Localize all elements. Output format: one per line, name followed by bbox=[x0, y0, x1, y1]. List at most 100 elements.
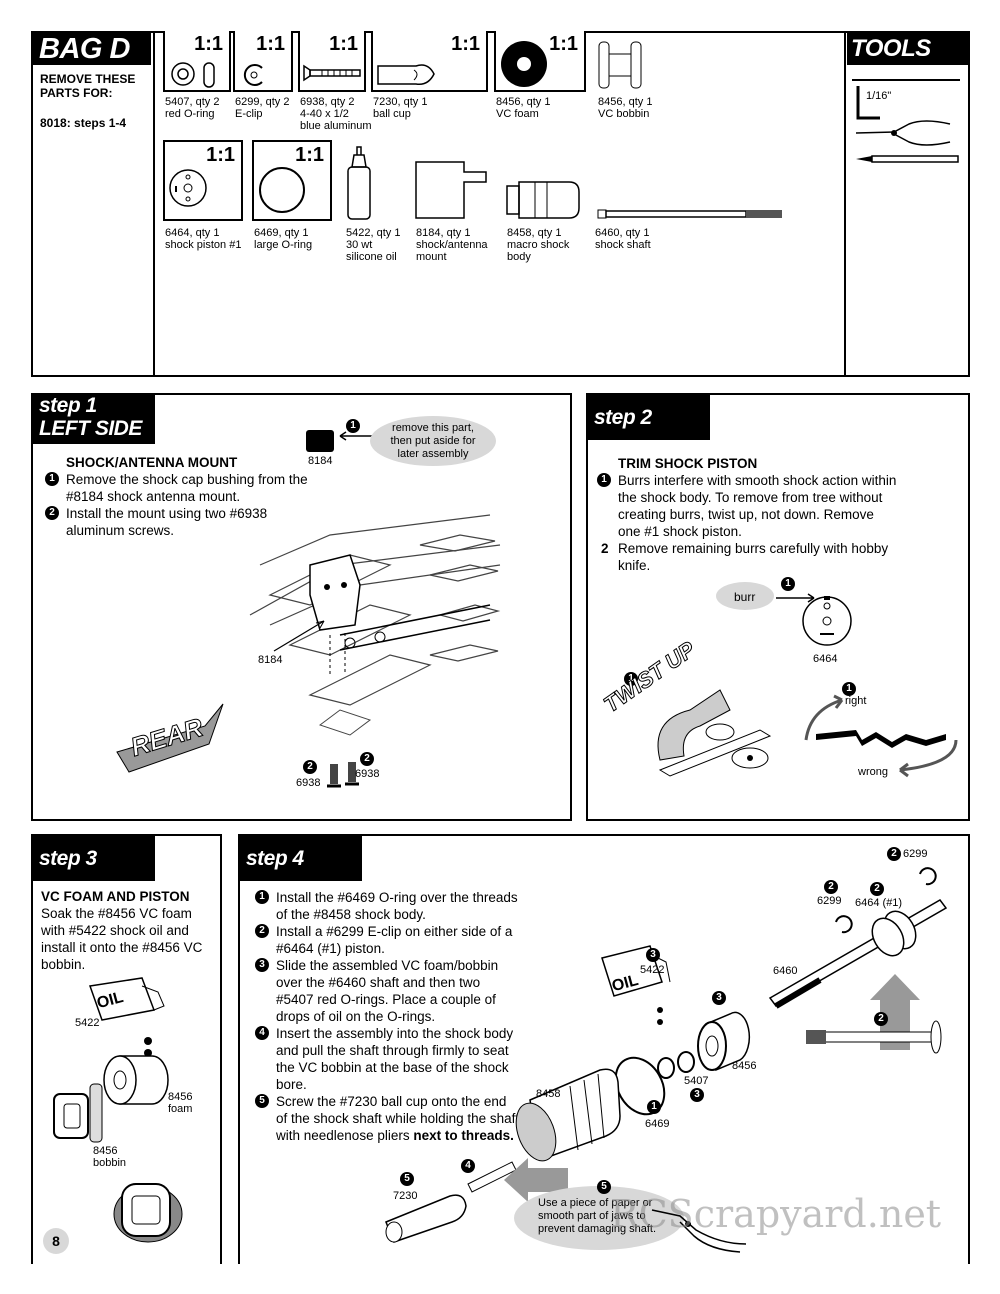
part-label-6460: 6460, qty 1 shock shaft bbox=[595, 227, 651, 251]
step4-item-5: 5 Screw the #7230 ball cup onto the end o… bbox=[255, 1093, 520, 1144]
step1-removed-part bbox=[306, 430, 334, 452]
step4-label-oring-big: 6469 bbox=[645, 1118, 670, 1130]
step4-label-ballcup: 7230 bbox=[393, 1190, 418, 1202]
step2-item-2-text: Remove remaining burrs carefully with ho… bbox=[618, 541, 889, 573]
pliers-icon bbox=[651, 1209, 747, 1253]
step4-item-3-text: Slide the assembled VC foam/bobbin over … bbox=[276, 958, 499, 1024]
step4-item-4: 4 Insert the assembly into the shock body… bbox=[255, 1025, 520, 1093]
ball-cup-icon bbox=[377, 64, 435, 86]
step4-tab: step 4 bbox=[240, 836, 362, 881]
step3-oil-label: 5422 bbox=[75, 1017, 100, 1029]
scale-label: 1:1 bbox=[206, 144, 235, 166]
scale-label: 1:1 bbox=[549, 33, 578, 55]
step1-item-2-text: Install the mount using two #6938 alumin… bbox=[66, 506, 268, 538]
step4-item-3: 3 Slide the assembled VC foam/bobbin over… bbox=[255, 957, 520, 1025]
rear-direction-arrow bbox=[116, 703, 224, 773]
burr-bubble bbox=[716, 582, 774, 610]
step-number-badge: 2 bbox=[255, 924, 269, 938]
part-cell-6938: 1:1 bbox=[298, 31, 366, 92]
step4-num-3c: 3 bbox=[690, 1088, 704, 1102]
hobby-knife-icon bbox=[856, 155, 959, 163]
step3-assembled-diagram bbox=[113, 1183, 183, 1243]
step1-item-1-text: Remove the shock cap bushing from the #8… bbox=[66, 472, 308, 504]
step3-oil-bottle-icon bbox=[88, 977, 165, 1021]
scale-label: 1:1 bbox=[256, 33, 285, 55]
step4-num-4: 4 bbox=[461, 1159, 475, 1173]
step3-foam-label: 8456 foam bbox=[168, 1091, 193, 1115]
hex-wrench-size: 1/16" bbox=[866, 90, 892, 102]
step4-item-5-text: Screw the #7230 ball cup onto the end of… bbox=[276, 1094, 520, 1143]
scale-label: 1:1 bbox=[451, 33, 480, 55]
pliers-note: Use a piece of paper or smooth part of j… bbox=[538, 1197, 657, 1235]
tools-divider bbox=[844, 31, 846, 377]
step4-item-5-bold: next to threads. bbox=[413, 1128, 514, 1143]
step1-mount-label: 8184 bbox=[258, 654, 283, 666]
step1-panel bbox=[31, 393, 572, 821]
step4-num-3a: 3 bbox=[646, 948, 660, 962]
vc-bobbin-icon bbox=[598, 41, 642, 89]
steps-reference: 8018: steps 1-4 bbox=[40, 116, 127, 130]
step1-screws bbox=[327, 762, 359, 788]
step4-num-2b: 2 bbox=[824, 880, 838, 894]
part-cell-6464: 1:1 bbox=[163, 140, 243, 221]
part-label-8456-bobbin: 8456, qty 1 VC bobbin bbox=[598, 96, 653, 120]
part-label-6938: 6938, qty 2 4-40 x 1/2 blue aluminum bbox=[300, 96, 372, 132]
part-label-6464: 6464, qty 1 shock piston #1 bbox=[165, 227, 242, 251]
step4-label-body: 8458 bbox=[536, 1088, 561, 1100]
right-label: right bbox=[845, 695, 867, 707]
step1-callout-bubble bbox=[370, 416, 496, 466]
part-label-5407: 5407, qty 2 red O-ring bbox=[165, 96, 220, 120]
scale-label: 1:1 bbox=[295, 144, 324, 166]
step1-callout-text: remove this part, then put aside for lat… bbox=[390, 422, 476, 460]
step1-item-1: 1 Remove the shock cap bushing from the #… bbox=[45, 471, 315, 505]
shock-shaft-icon bbox=[597, 209, 782, 219]
step4-exploded-diagram bbox=[385, 867, 948, 1243]
right-wrong-diagram bbox=[804, 694, 958, 778]
tools-used-title: TOOLS USED bbox=[847, 33, 968, 94]
step4-num-5a: 5 bbox=[400, 1172, 414, 1186]
step3-bobbin-label: 8456 bobbin bbox=[93, 1145, 127, 1169]
large-oring-icon bbox=[259, 167, 305, 213]
step2-burr-number: 1 bbox=[781, 577, 795, 591]
twist-up-diagram bbox=[657, 689, 772, 777]
step4-num-2a: 2 bbox=[887, 847, 901, 861]
step1-tab-title: step 1 bbox=[39, 394, 97, 417]
step4-item-4-text: Insert the assembly into the shock body … bbox=[276, 1026, 514, 1092]
step-number-badge: 4 bbox=[255, 1026, 269, 1040]
step2-piston-label: 6464 bbox=[813, 653, 838, 665]
step-number-badge: 3 bbox=[255, 958, 269, 972]
step4-label-shaft: 6460 bbox=[773, 965, 798, 977]
step4-panel bbox=[238, 834, 970, 1264]
vc-foam-icon bbox=[501, 41, 547, 87]
step3-bobbin-diagram bbox=[53, 1083, 103, 1143]
step-number-badge: 1 bbox=[45, 472, 59, 486]
tools-panel-rule bbox=[852, 79, 960, 81]
remove-parts-label: REMOVE THESE PARTS FOR: bbox=[40, 72, 136, 100]
step4-label-eclip-top: 6299 bbox=[903, 848, 928, 860]
step1-item-2: 2 Install the mount using two #6938 alumi… bbox=[45, 505, 315, 539]
step-number-badge: 5 bbox=[255, 1094, 269, 1108]
bag-d-left-divider bbox=[153, 31, 155, 377]
watermark: RCScrapyard.net bbox=[610, 1192, 942, 1236]
step3-tab: step 3 bbox=[33, 836, 155, 881]
step4-label-piston: 6464 (#1) bbox=[855, 897, 903, 909]
step1-mount-pointer bbox=[273, 620, 325, 652]
step2-heading: TRIM SHOCK PISTON bbox=[618, 456, 758, 471]
macro-shock-body-icon bbox=[506, 181, 580, 219]
step-number-badge: 2 bbox=[45, 506, 59, 520]
part-label-6299: 6299, qty 2 E-clip bbox=[235, 96, 290, 120]
scale-label: 1:1 bbox=[194, 33, 223, 55]
step4-num-1: 1 bbox=[647, 1100, 661, 1114]
step4-num-2d: 2 bbox=[874, 1012, 888, 1026]
step3-panel bbox=[31, 834, 222, 1264]
shock-antenna-mount-icon bbox=[415, 161, 487, 219]
step4-label-orings: 5407 bbox=[684, 1075, 709, 1087]
step2-panel bbox=[586, 393, 970, 821]
part-cell-7230: 1:1 bbox=[371, 31, 488, 92]
step1-tab: step 1 LEFT SIDE bbox=[33, 395, 155, 444]
